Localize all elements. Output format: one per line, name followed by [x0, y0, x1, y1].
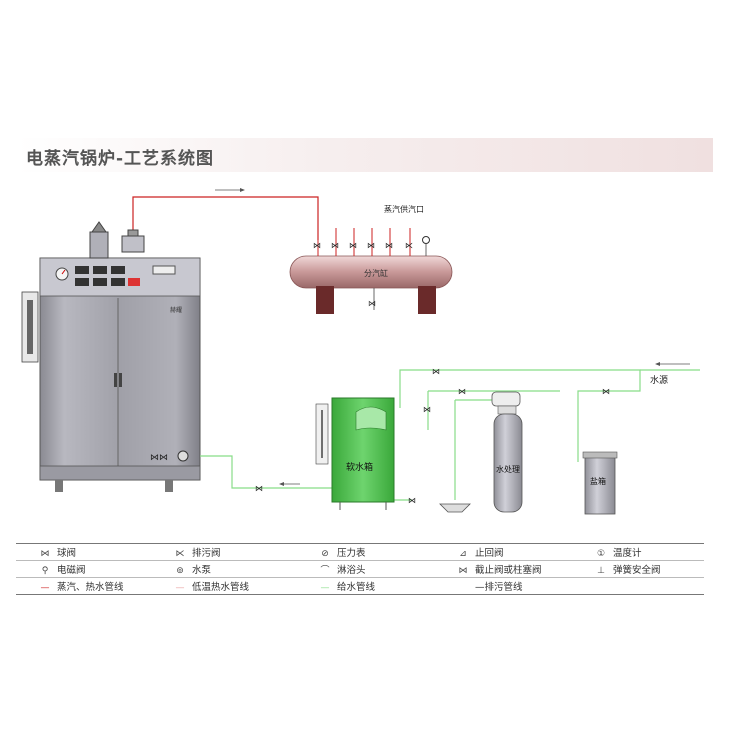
svg-text:⋉: ⋉	[405, 241, 413, 250]
branch-valves: ⋈ ⋈ ⋈ ⋈ ⋈ ⋉	[313, 228, 430, 256]
safety-valve-icon	[89, 231, 109, 259]
salt-tank: 盐箱	[582, 451, 618, 515]
legend-item: ⚲ 电磁阀	[41, 565, 86, 576]
boiler-foot-right	[165, 480, 173, 492]
brand-label: 赫耀	[170, 306, 182, 314]
legend-item: ① 温度计	[596, 548, 642, 559]
header-support-left	[316, 286, 334, 314]
svg-text:⋈⋈: ⋈⋈	[150, 453, 168, 463]
display-1	[75, 266, 89, 274]
door-handle-right	[119, 373, 122, 387]
legend-rule	[16, 577, 704, 578]
boiler-base	[39, 465, 201, 481]
legend-item: ⋉ 排污阀	[175, 548, 221, 559]
svg-text:⋈: ⋈	[331, 241, 339, 250]
header-label: 分汽缸	[364, 268, 388, 278]
legend-item: — 低温热水管线	[175, 582, 250, 593]
svg-text:⋈: ⋈	[432, 367, 440, 376]
legend-item: ⊘ 压力表	[321, 548, 366, 559]
legend-item: ⌒ 淋浴头	[320, 565, 366, 576]
water-treatment: 水处理	[491, 391, 523, 513]
display-3	[111, 266, 125, 274]
door-handle-left	[114, 373, 117, 387]
legend-top-rule	[16, 543, 704, 544]
steam-header: 分汽缸 ⋈ 蒸汽供汽口 ⋈ ⋈ ⋈ ⋈ ⋈ ⋉	[289, 204, 453, 314]
boiler: 赫耀 ⋈⋈	[21, 221, 201, 492]
drain-valve-icon: ⋈	[368, 299, 376, 308]
svg-text:⋈: ⋈	[367, 241, 375, 250]
legend-item: — 蒸汽、热水管线	[40, 582, 124, 593]
pump-icon	[177, 450, 189, 462]
legend-bottom-rule	[16, 594, 704, 595]
header-gauge-icon	[422, 236, 430, 244]
header-support-right	[418, 286, 436, 314]
water-treat-label: 水处理	[496, 464, 520, 474]
panel-label	[152, 265, 176, 275]
water-supply-line: 水源 ⋈ ⋈ ⋈ ⋈ ⋈ ⋈	[200, 362, 700, 513]
legend-item: ⊥ 弹簧安全阀	[597, 565, 661, 576]
legend-row-2: ⚲ 电磁阀 ⊚ 水泵 ⌒ 淋浴头 ⋈ 截止阀或柱塞阀 ⊥ 弹簧安全阀	[16, 562, 704, 577]
svg-text:⋈: ⋈	[385, 241, 393, 250]
svg-text:⋈: ⋈	[602, 387, 610, 396]
legend-row-3: — 蒸汽、热水管线 — 低温热水管线 — 给水管线 —排污管线	[16, 579, 704, 594]
page-title: 电蒸汽锅炉-工艺系统图	[26, 149, 215, 169]
process-diagram: 赫耀 ⋈⋈ 分汽缸 ⋈ 蒸汽供汽口 ⋈ ⋈	[21, 188, 700, 515]
drain-funnel-icon	[439, 503, 471, 513]
svg-text:⋈: ⋈	[458, 387, 466, 396]
svg-text:⋈: ⋈	[313, 241, 321, 250]
svg-text:⋈: ⋈	[349, 241, 357, 250]
title-bar: 电蒸汽锅炉-工艺系统图	[16, 138, 713, 172]
legend-rule	[16, 560, 704, 561]
legend-item: ⊚ 水泵	[176, 565, 212, 576]
legend-item: ⋈ 球阀	[40, 548, 77, 559]
svg-text:⋈: ⋈	[423, 405, 431, 414]
water-source-label: 水源	[650, 374, 668, 386]
salt-tank-label: 盐箱	[590, 476, 606, 486]
soft-water-tank: 软水箱	[315, 397, 395, 510]
svg-text:⋈: ⋈	[408, 496, 416, 505]
legend-item: — 给水管线	[320, 582, 376, 593]
legend-item: ⋈ 截止阀或柱塞阀	[458, 565, 542, 576]
main-steam-valve-icon	[121, 235, 145, 253]
svg-text:⋈: ⋈	[255, 484, 263, 493]
steam-line	[132, 188, 319, 240]
legend-item: ⊿ 止回阀	[459, 548, 504, 559]
legend-item: —排污管线	[475, 582, 523, 593]
boiler-foot-left	[55, 480, 63, 492]
soft-tank-label: 软水箱	[346, 461, 373, 473]
steam-outlet-label: 蒸汽供汽口	[384, 204, 424, 214]
display-2	[93, 266, 107, 274]
legend: ⋈ 球阀 ⋉ 排污阀 ⊘ 压力表 ⊿ 止回阀 ① 温度计 ⚲ 电磁阀 ⊚ 水泵 …	[16, 543, 704, 595]
control-panel	[39, 257, 201, 297]
legend-row-1: ⋈ 球阀 ⋉ 排污阀 ⊘ 压力表 ⊿ 止回阀 ① 温度计	[16, 545, 704, 560]
